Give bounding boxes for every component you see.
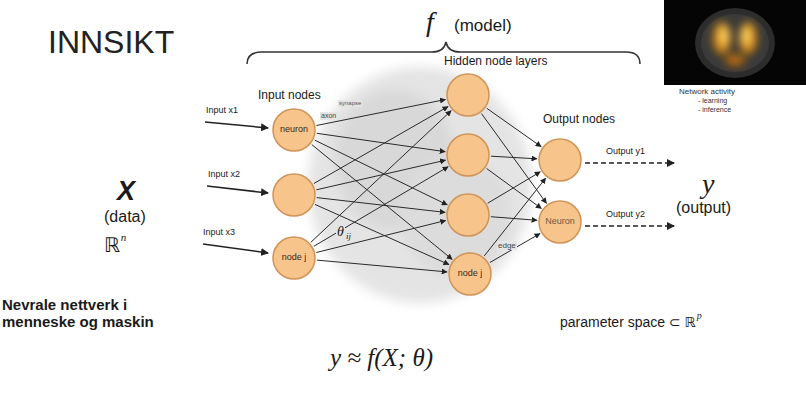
subtitle: Nevrale nettverk i menneske og maskin (2, 296, 167, 331)
neuron-circle (538, 138, 582, 182)
superscript: n (121, 231, 127, 244)
node-label: Neuron (545, 217, 575, 227)
circle-shape (273, 174, 315, 216)
circle-shape (539, 201, 581, 243)
part-label: edge (497, 241, 517, 250)
circle-shape (447, 194, 489, 236)
neuron-circle (446, 193, 490, 237)
node-body (272, 173, 316, 217)
neuron-circle (272, 173, 316, 217)
node-label: neuron (280, 125, 308, 135)
connector-arrow (490, 234, 540, 263)
part-label: axon (320, 112, 337, 120)
neuron-circle (446, 73, 490, 117)
subscript: ij (345, 231, 352, 241)
circle-outline (272, 173, 316, 217)
connector-arrow (315, 140, 448, 205)
output-arrow (585, 225, 674, 227)
input-arrow (205, 122, 268, 128)
input-arrow (203, 244, 268, 253)
connector-arrow (488, 172, 541, 203)
connector-arrow (487, 108, 541, 146)
node-body: neuron (272, 108, 316, 152)
node-body: node j (448, 252, 492, 296)
connector-arrow (484, 178, 545, 256)
node-body (446, 133, 490, 177)
node-label: node j (458, 269, 483, 279)
title: INNSIKT (48, 24, 174, 61)
node-body (446, 73, 490, 117)
output-caption: (output) (676, 199, 731, 217)
connector-arrow (314, 167, 448, 247)
neuron-circle: node j (272, 236, 316, 280)
circle-shape (447, 134, 489, 176)
connector-arrow (487, 169, 542, 209)
node-label: node j (282, 253, 307, 263)
neuron-circle: Neuron (538, 200, 582, 244)
connector-arrow (317, 133, 445, 151)
node-body: node j (272, 236, 316, 280)
node-body (446, 193, 490, 237)
function-symbol: f (426, 6, 434, 38)
background-brain (308, 67, 532, 303)
circle-outline (446, 193, 490, 237)
output-label: Output y2 (606, 209, 645, 219)
circle-outline (446, 133, 490, 177)
connector-arrow (312, 145, 452, 260)
neuron-circle: node j (448, 252, 492, 296)
connector-arrow (317, 260, 447, 272)
circle-outline (446, 73, 490, 117)
connector-arrow (311, 111, 451, 243)
connector-arrow (315, 204, 449, 264)
connector-arrow (316, 221, 445, 253)
brace-label: (model) (454, 16, 512, 36)
data-symbol: X (117, 176, 135, 207)
output-label: Output y1 (606, 146, 645, 156)
data-label: (data) (104, 208, 146, 226)
annotation: parameter space ⊂ ℝ (560, 314, 696, 330)
connector-arrow (491, 156, 537, 159)
weight-symbol: θ (336, 224, 345, 240)
output-symbol: y (702, 168, 714, 200)
layer-label: Hidden node layers (444, 55, 547, 69)
layer-label: Output nodes (543, 113, 615, 127)
neuron-circle (446, 133, 490, 177)
output-arrow (585, 162, 674, 164)
input-arrow (207, 186, 268, 193)
connector-arrow (314, 107, 448, 184)
photo-note: - learning (698, 97, 727, 105)
neuron-circle: neuron (272, 108, 316, 152)
connector-arrow (317, 100, 446, 126)
circle-shape (447, 74, 489, 116)
connector-arrow (316, 160, 445, 190)
circle-outline (538, 138, 582, 182)
input-label: Input x1 (206, 105, 238, 115)
circle-shape (539, 139, 581, 181)
circle-shape (273, 109, 315, 151)
photo-caption: Network activity (679, 87, 735, 96)
input-label: Input x3 (203, 227, 235, 237)
superscript: p (697, 310, 702, 322)
layer-label: Input nodes (258, 89, 321, 103)
formula: y ≈ f(X; θ) (330, 344, 433, 373)
photo-note: - inference (698, 106, 731, 114)
connector-arrow (317, 198, 445, 213)
part-label: synapse (338, 100, 362, 107)
set-symbol: ℝ (104, 234, 120, 257)
node-body: Neuron (538, 200, 582, 244)
curly-brace (247, 42, 640, 64)
circle-shape (273, 237, 315, 279)
node-body (538, 138, 582, 182)
circle-shape (449, 253, 491, 295)
input-label: Input x2 (208, 169, 240, 179)
brain-photo (664, 0, 806, 85)
